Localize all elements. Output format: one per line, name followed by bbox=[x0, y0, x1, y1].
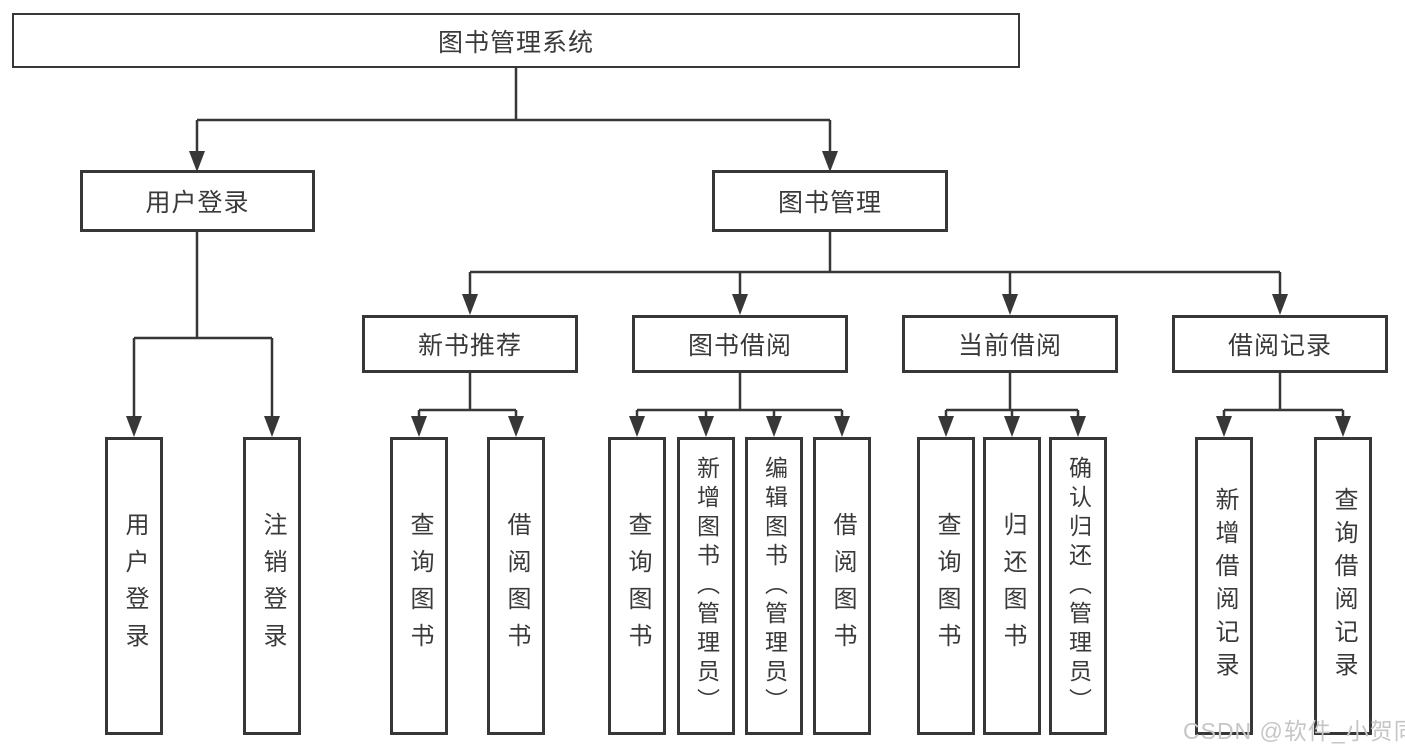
leaf-query-books-recommend: 查询图书 bbox=[390, 437, 448, 735]
leaf-query-books-borrowing: 查询图书 bbox=[608, 437, 666, 735]
leaf-label: 查询图书 bbox=[933, 512, 960, 660]
leaf-label: 归还图书 bbox=[999, 512, 1026, 660]
leaf-borrow-books-borrowing: 借阅图书 bbox=[813, 437, 871, 735]
leaf-label: 查询图书 bbox=[624, 512, 651, 660]
leaf-return-books: 归还图书 bbox=[983, 437, 1041, 735]
leaf-borrow-books-recommend: 借阅图书 bbox=[487, 437, 545, 735]
node-user-login: 用户登录 bbox=[80, 170, 315, 232]
leaf-logout: 注销登录 bbox=[243, 437, 301, 735]
csdn-watermark: CSDN @软件_小贺同学 bbox=[1183, 718, 1405, 744]
leaf-query-books-current: 查询图书 bbox=[917, 437, 975, 735]
leaf-label: 查询借阅记录 bbox=[1330, 487, 1357, 685]
leaf-label: 新增图书（管理员） bbox=[693, 455, 720, 717]
node-label: 图书借阅 bbox=[687, 332, 792, 360]
leaf-query-borrow-record: 查询借阅记录 bbox=[1314, 437, 1372, 735]
node-label: 当前借阅 bbox=[957, 332, 1062, 360]
leaf-label: 确认归还（管理员） bbox=[1065, 455, 1092, 717]
node-root: 图书管理系统 bbox=[12, 13, 1020, 68]
leaf-user-login: 用户登录 bbox=[105, 437, 163, 735]
node-label: 用户登录 bbox=[145, 189, 250, 217]
node-label: 图书管理系统 bbox=[437, 28, 594, 57]
node-label: 新书推荐 bbox=[417, 332, 522, 360]
node-new-book-recommendation: 新书推荐 bbox=[362, 315, 578, 373]
leaf-label: 注销登录 bbox=[259, 512, 286, 660]
leaf-label: 用户登录 bbox=[121, 512, 148, 660]
leaf-label: 借阅图书 bbox=[829, 512, 856, 660]
node-label: 借阅记录 bbox=[1227, 332, 1332, 360]
leaf-add-book-admin: 新增图书（管理员） bbox=[677, 437, 735, 735]
node-current-borrowing: 当前借阅 bbox=[902, 315, 1118, 373]
leaf-add-borrow-record: 新增借阅记录 bbox=[1195, 437, 1253, 735]
leaf-label: 借阅图书 bbox=[503, 512, 530, 660]
node-book-management: 图书管理 bbox=[712, 170, 948, 232]
leaf-label: 查询图书 bbox=[406, 512, 433, 660]
leaf-confirm-return-admin: 确认归还（管理员） bbox=[1049, 437, 1107, 735]
leaf-label: 新增借阅记录 bbox=[1211, 487, 1238, 685]
node-borrowing-records: 借阅记录 bbox=[1172, 315, 1388, 373]
node-book-borrowing: 图书借阅 bbox=[632, 315, 848, 373]
node-label: 图书管理 bbox=[777, 189, 882, 217]
leaf-edit-book-admin: 编辑图书（管理员） bbox=[745, 437, 803, 735]
leaf-label: 编辑图书（管理员） bbox=[761, 455, 788, 717]
